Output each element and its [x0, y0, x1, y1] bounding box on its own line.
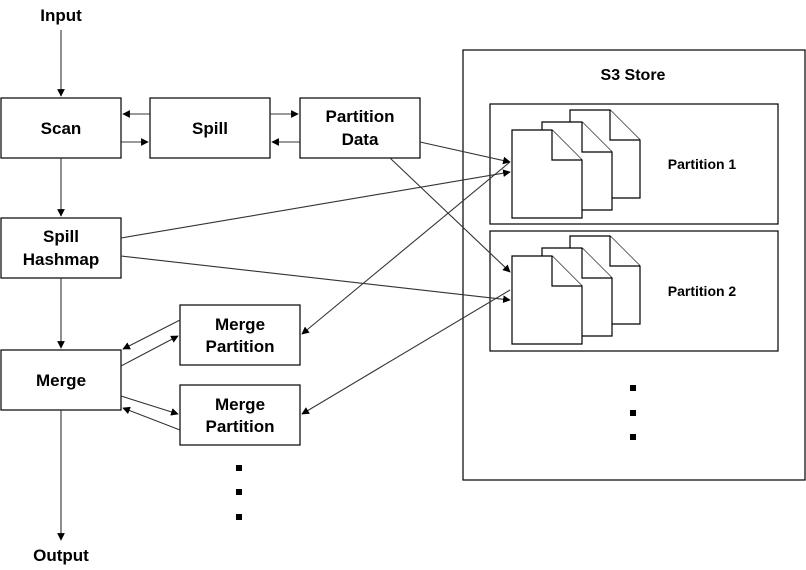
spill-hashmap-box — [0, 217, 122, 279]
merge-partition-2-label-line2: Partition — [206, 417, 275, 436]
arrow-merge-partition-2-to-merge — [122, 406, 181, 431]
arrow-partition-2-to-merge-partition-2 — [301, 289, 511, 415]
arrow-spill-hashmap-to-partition-1 — [120, 169, 511, 239]
partition-data-box — [299, 97, 421, 159]
partition-2-label: Partition 2 — [668, 283, 737, 299]
arrow-merge-partition-1-to-merge — [122, 319, 181, 350]
scan-box — [0, 97, 122, 159]
merge-partition-2-label-line1: Merge — [215, 395, 265, 414]
partition-2-documents-icon — [511, 235, 641, 345]
arrow-partition-data-to-partition-1 — [419, 141, 511, 165]
s3-ellipsis-icon — [630, 385, 636, 440]
merge-partition-1-label-line1: Merge — [215, 315, 265, 334]
spill-box — [149, 97, 271, 159]
scan-label: Scan — [41, 119, 82, 138]
output-label: Output — [33, 546, 89, 565]
merge-ellipsis-icon — [236, 465, 242, 520]
spill-hashmap-label-line1: Spill — [43, 227, 79, 246]
arrow-spill-hashmap-to-partition-2 — [120, 255, 511, 304]
partition-1-label: Partition 1 — [668, 156, 737, 172]
merge-partition-2-box — [179, 384, 301, 446]
partition-data-label-line1: Partition — [326, 107, 395, 126]
partition-1-documents-icon — [511, 109, 641, 219]
merge-label: Merge — [36, 371, 86, 390]
s3-store-label: S3 Store — [601, 67, 666, 84]
arrow-partition-data-to-partition-2 — [389, 157, 511, 273]
spill-hashmap-label-line2: Hashmap — [23, 250, 100, 269]
partition-data-label-line2: Data — [342, 130, 379, 149]
merge-box — [0, 349, 122, 411]
merge-partition-1-label-line2: Partition — [206, 337, 275, 356]
spill-label: Spill — [192, 119, 228, 138]
arrow-partition-1-to-merge-partition-1 — [301, 161, 511, 335]
merge-partition-1-box — [179, 304, 301, 366]
input-label: Input — [40, 6, 82, 25]
arrow-merge-to-merge-partition-2 — [120, 395, 179, 416]
arrow-merge-to-merge-partition-1 — [120, 335, 179, 367]
